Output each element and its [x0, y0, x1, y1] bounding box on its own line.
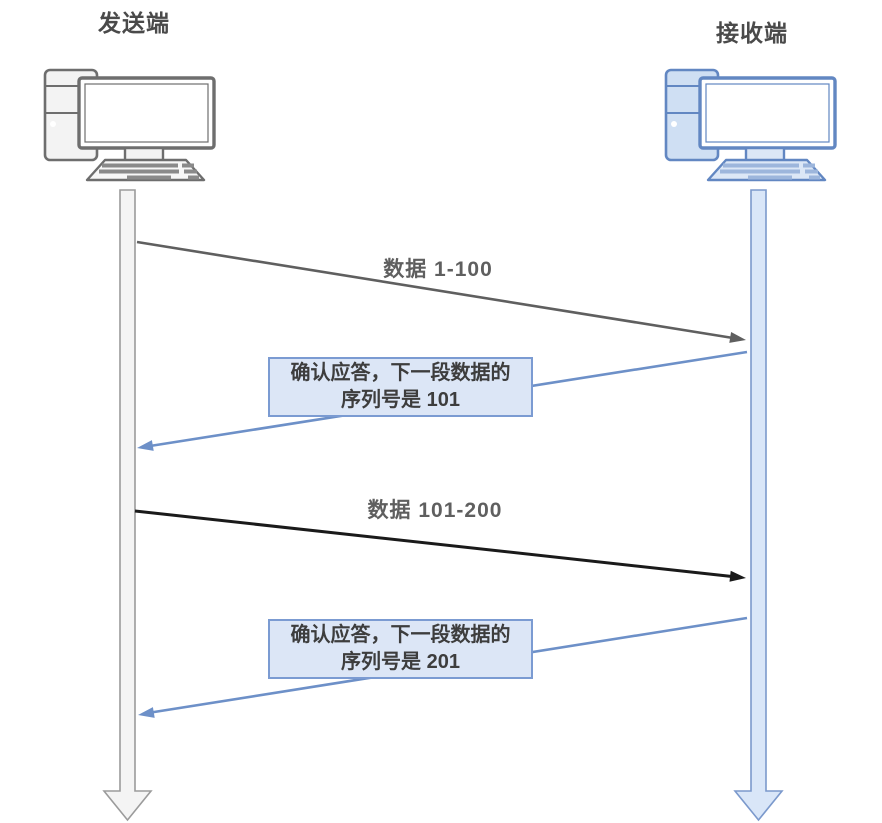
ack-box-101-line2: 序列号是 101: [341, 389, 460, 411]
ack-box-101: 确认应答，下一段数据的 序列号是 101: [268, 357, 533, 417]
receiver-label: 接收端: [716, 20, 788, 46]
data-1-100-label: 数据 1-100: [383, 258, 493, 281]
receiver-computer-icon: [664, 68, 837, 182]
sender-computer-icon: [43, 68, 216, 182]
data-101-200-label: 数据 101-200: [367, 499, 503, 522]
sender-lifeline-arrow: [102, 189, 153, 822]
data-arrow-1: [136, 240, 746, 343]
ack-box-201: 确认应答，下一段数据的 序列号是 201: [268, 619, 533, 679]
sender-label: 发送端: [98, 10, 170, 36]
ack-box-201-line2: 序列号是 201: [341, 651, 460, 673]
receiver-lifeline-arrow: [733, 189, 784, 822]
ack-box-101-line1: 确认应答，下一段数据的: [290, 362, 511, 384]
data-arrow-2: [134, 509, 746, 582]
ack-box-201-line1: 确认应答，下一段数据的: [290, 624, 511, 646]
